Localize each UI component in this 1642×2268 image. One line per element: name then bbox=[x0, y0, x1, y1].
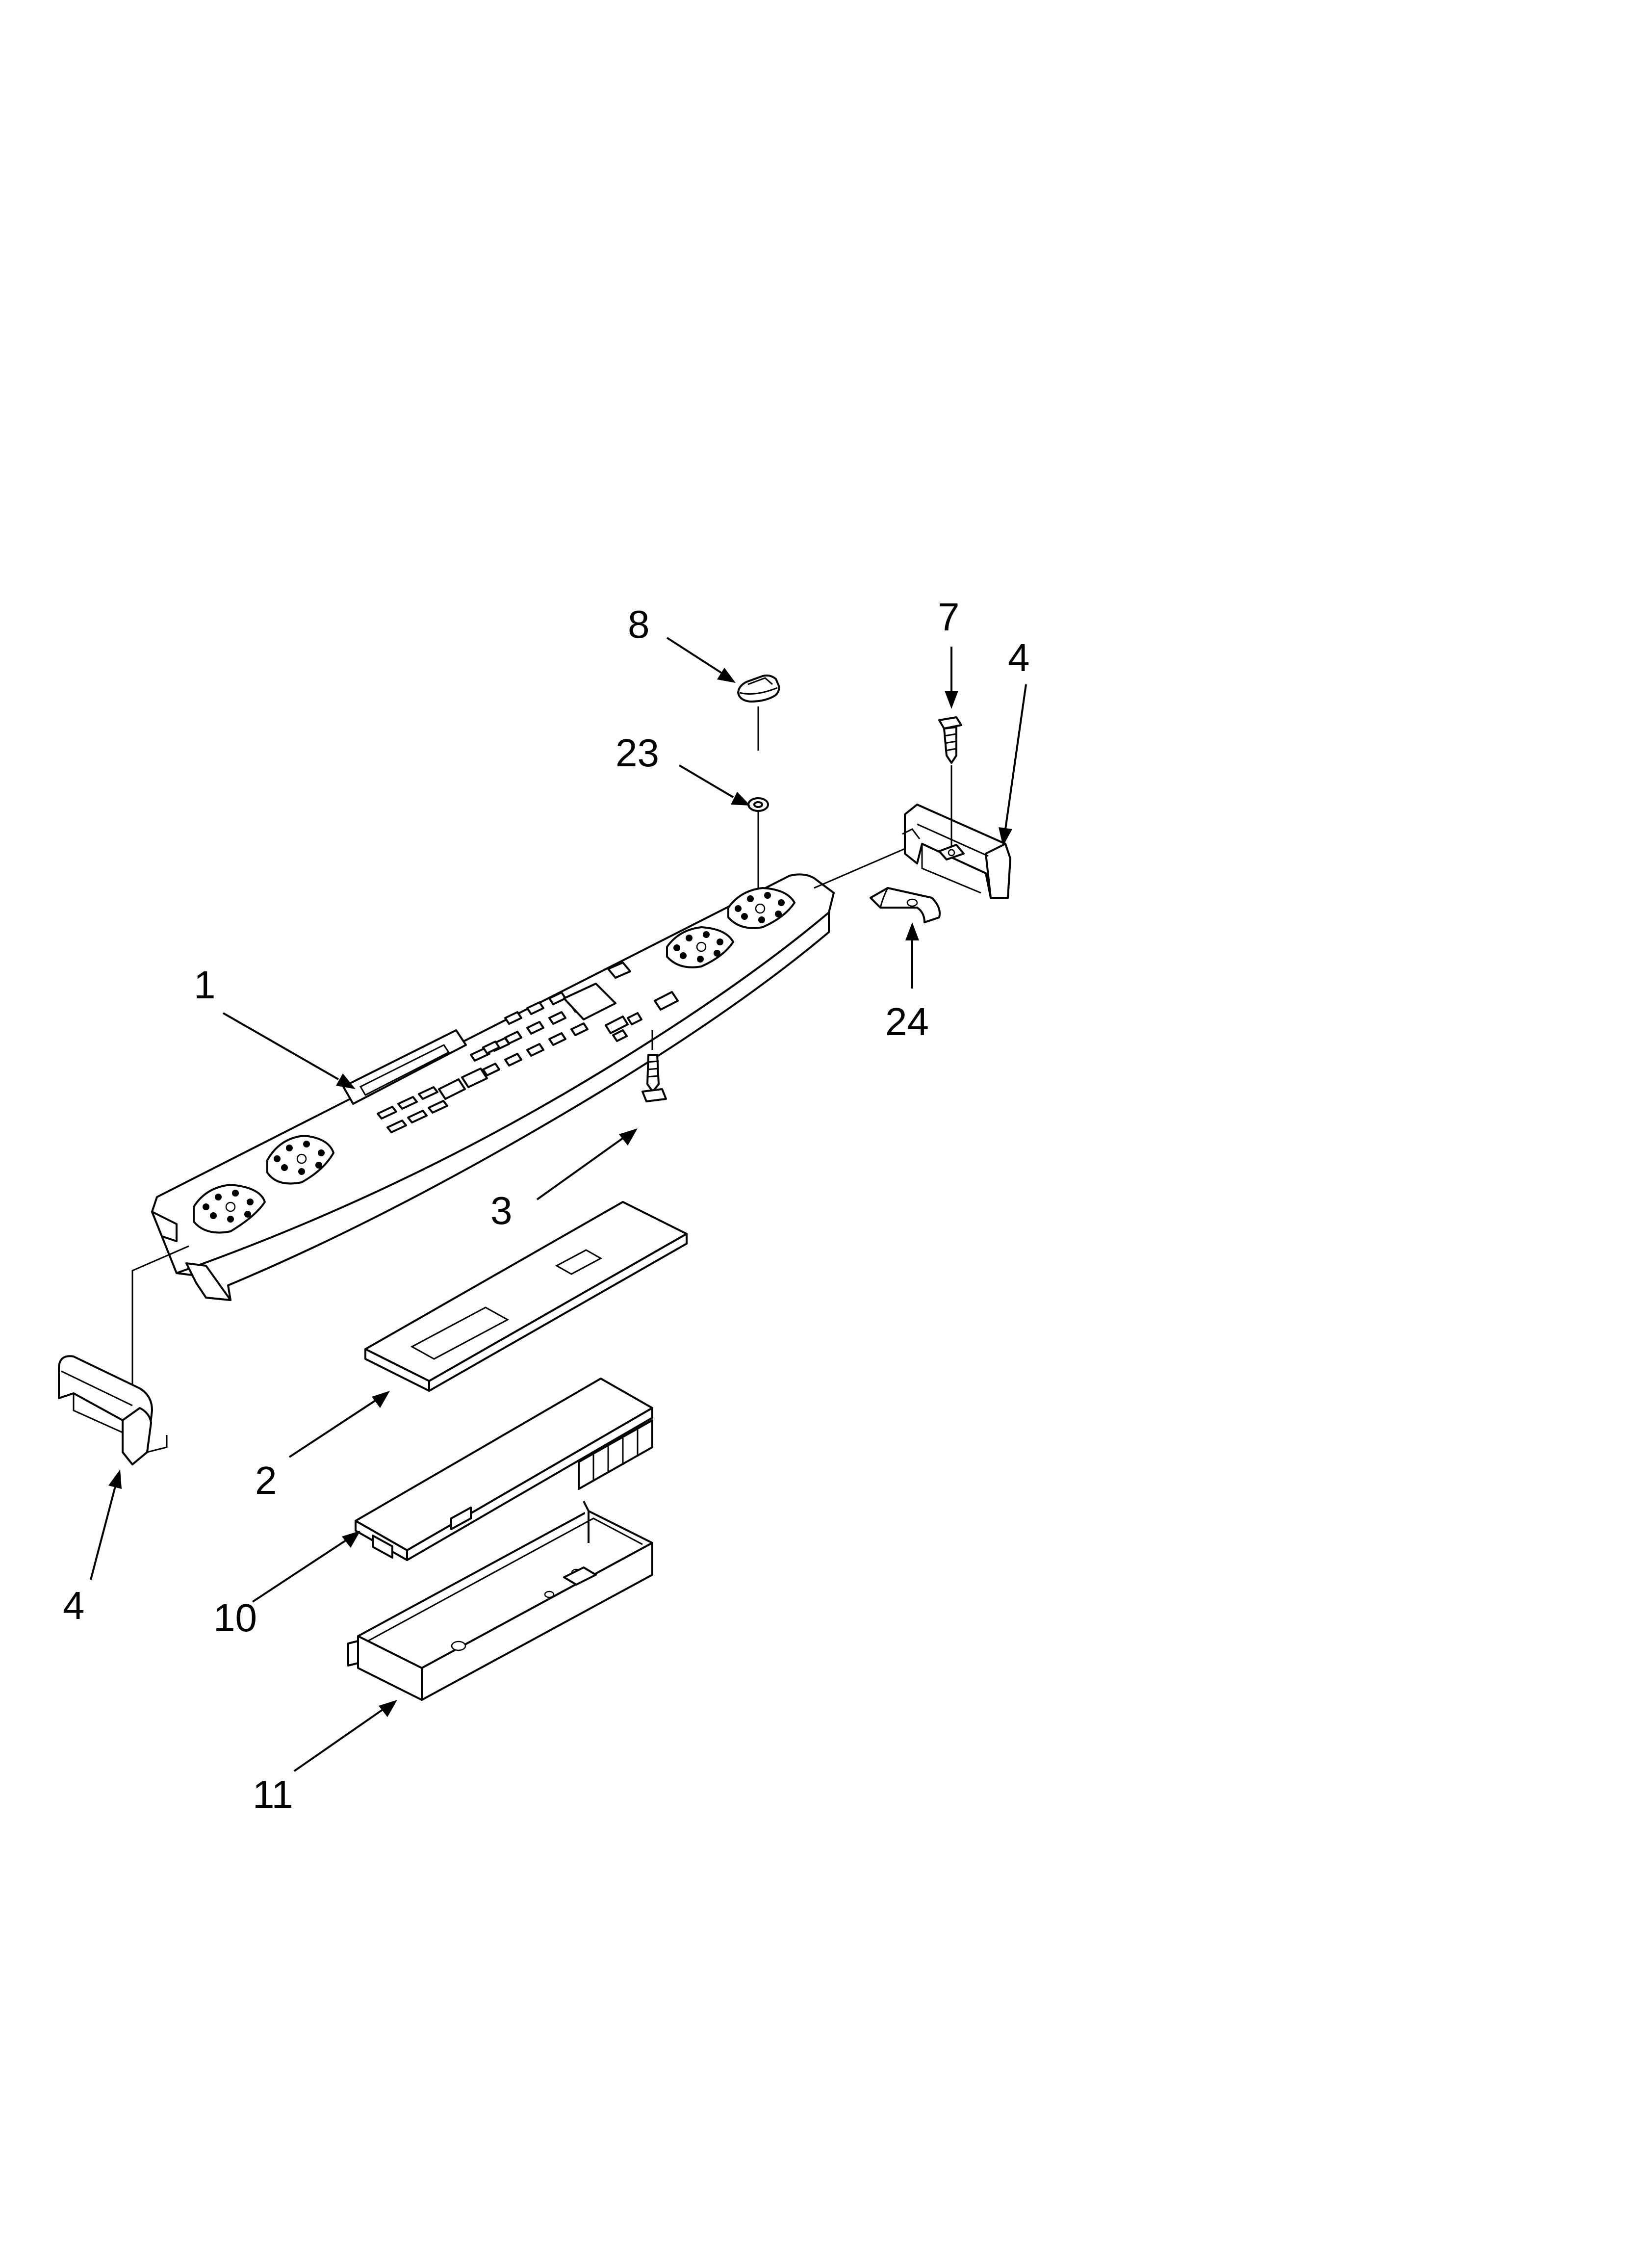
callout-10: 10 bbox=[213, 1596, 257, 1640]
housing-part-11 bbox=[347, 1501, 653, 1701]
callout-24: 24 bbox=[885, 1000, 929, 1043]
callout-4-right: 4 bbox=[1008, 636, 1030, 679]
keypad-right bbox=[482, 991, 589, 1076]
callout-4-left: 4 bbox=[63, 1584, 85, 1627]
burner-holes-right-2 bbox=[735, 892, 785, 923]
callout-11: 11 bbox=[253, 1773, 293, 1816]
callout-1: 1 bbox=[194, 963, 216, 1007]
endcap-right-part-4 bbox=[902, 804, 1011, 899]
burner-holes-right-1 bbox=[673, 931, 723, 963]
callout-7: 7 bbox=[938, 595, 960, 639]
clip-part-24 bbox=[870, 887, 941, 923]
burner-holes-left-1 bbox=[203, 1190, 254, 1223]
knob-part-8 bbox=[737, 674, 780, 703]
control-panel-part-1 bbox=[151, 873, 835, 1301]
control-board-part-10 bbox=[355, 1378, 653, 1561]
callout-2: 2 bbox=[255, 1459, 277, 1502]
screw-part-3 bbox=[641, 1030, 667, 1102]
washer-part-23 bbox=[747, 797, 769, 812]
burner-holes-left-2 bbox=[274, 1141, 325, 1175]
callout-3: 3 bbox=[490, 1189, 513, 1232]
endcap-left-part-4 bbox=[58, 1355, 168, 1465]
screw-part-7 bbox=[938, 716, 962, 764]
left-endcap-guide-line bbox=[131, 1245, 189, 1388]
right-endcap-guide-line bbox=[814, 848, 905, 889]
callout-23: 23 bbox=[616, 731, 659, 775]
keypad-left bbox=[377, 1037, 510, 1133]
leader-lines bbox=[90, 637, 1027, 1772]
callout-8: 8 bbox=[628, 602, 650, 646]
overlay-part-2 bbox=[364, 1201, 688, 1392]
